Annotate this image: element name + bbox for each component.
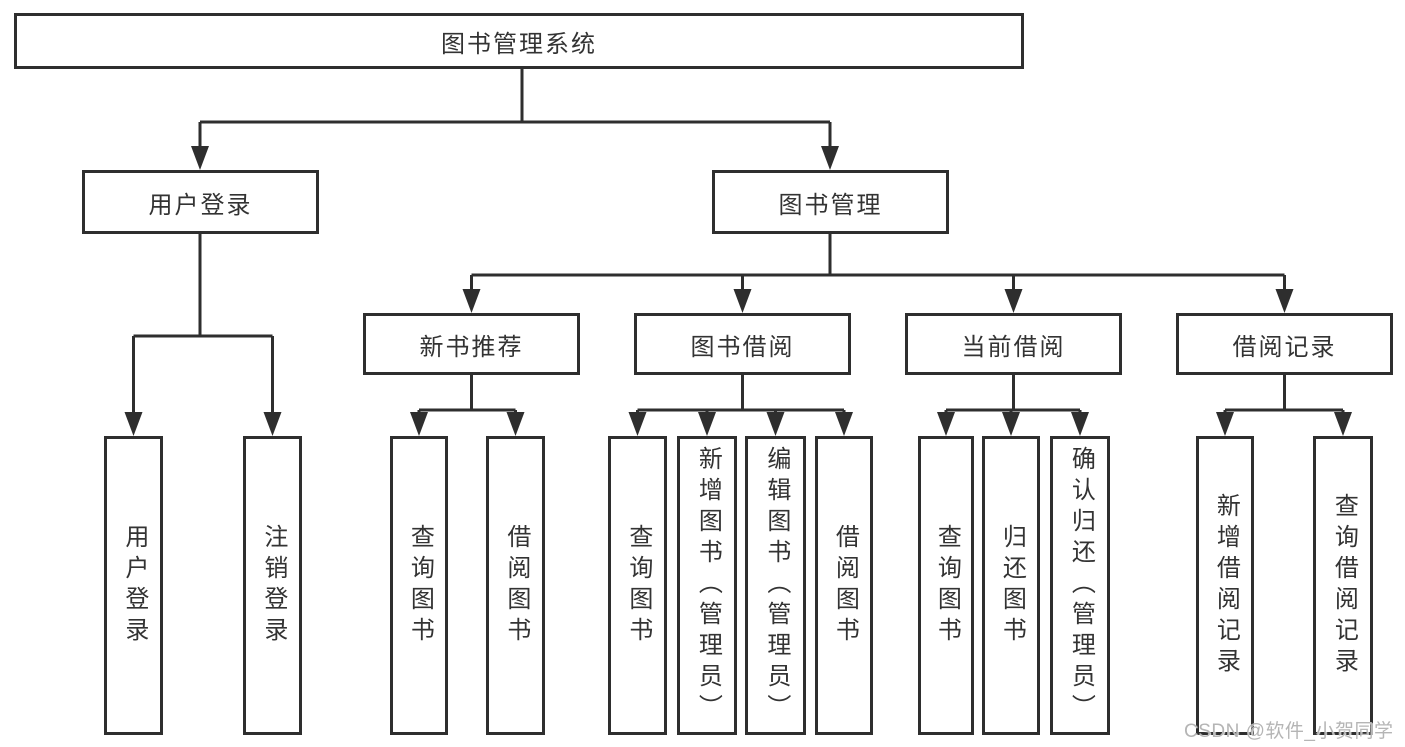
leaf-edit-book-admin-label: 编辑图书（管理员） bbox=[762, 446, 790, 725]
leaf-confirm-return-admin-label: 确认归还（管理员） bbox=[1067, 446, 1095, 725]
leaf-logout-label: 注销登录 bbox=[259, 523, 287, 648]
leaf-user-login: 用户登录 bbox=[104, 436, 163, 735]
connector-lines-user-login bbox=[132, 234, 274, 416]
leaf-query-books-current: 查询图书 bbox=[918, 436, 974, 735]
leaf-add-book-admin-label: 新增图书（管理员） bbox=[694, 446, 722, 725]
connector-lines-book-management bbox=[470, 234, 1286, 292]
leaf-add-borrow-record: 新增借阅记录 bbox=[1196, 436, 1254, 735]
node-root-label: 图书管理系统 bbox=[441, 30, 597, 58]
leaf-confirm-return-admin: 确认归还（管理员） bbox=[1050, 436, 1110, 735]
connector-lines-borrow-records bbox=[1223, 375, 1345, 416]
leaf-query-borrow-record: 查询借阅记录 bbox=[1313, 436, 1373, 735]
node-book-management: 图书管理 bbox=[712, 170, 949, 234]
arrowheads bbox=[124, 146, 1352, 436]
leaf-borrow-books-recommend-label: 借阅图书 bbox=[502, 523, 530, 648]
node-book-management-label: 图书管理 bbox=[778, 191, 883, 219]
node-root-library-system: 图书管理系统 bbox=[14, 13, 1024, 69]
leaf-borrow-books-label: 借阅图书 bbox=[831, 523, 859, 648]
node-book-borrow: 图书借阅 bbox=[634, 313, 851, 375]
leaf-add-book-admin: 新增图书（管理员） bbox=[677, 436, 737, 735]
connector-lines-book-borrow bbox=[636, 375, 846, 416]
connector-lines-root bbox=[198, 69, 832, 150]
node-borrow-records-label: 借阅记录 bbox=[1232, 333, 1337, 361]
node-borrow-records: 借阅记录 bbox=[1176, 313, 1393, 375]
node-user-login: 用户登录 bbox=[82, 170, 319, 234]
leaf-query-borrow-record-label: 查询借阅记录 bbox=[1330, 492, 1358, 679]
leaf-borrow-books-recommend: 借阅图书 bbox=[486, 436, 545, 735]
node-current-borrow: 当前借阅 bbox=[905, 313, 1122, 375]
leaf-query-books-borrow-label: 查询图书 bbox=[624, 523, 652, 648]
leaf-edit-book-admin: 编辑图书（管理员） bbox=[745, 436, 806, 735]
leaf-query-books-borrow: 查询图书 bbox=[608, 436, 667, 735]
leaf-query-books-recommend-label: 查询图书 bbox=[406, 523, 434, 648]
leaf-query-books-current-label: 查询图书 bbox=[933, 523, 961, 648]
csdn-watermark: CSDN @软件_小贺同学 bbox=[1184, 721, 1394, 742]
leaf-logout: 注销登录 bbox=[243, 436, 302, 735]
connector-lines-new-book-recommend bbox=[417, 375, 517, 416]
leaf-query-books-recommend: 查询图书 bbox=[390, 436, 448, 735]
leaf-return-books: 归还图书 bbox=[982, 436, 1040, 735]
leaf-user-login-label: 用户登录 bbox=[120, 523, 148, 648]
leaf-borrow-books: 借阅图书 bbox=[815, 436, 873, 735]
leaf-add-borrow-record-label: 新增借阅记录 bbox=[1212, 492, 1240, 679]
connector-lines-current-borrow bbox=[944, 375, 1082, 416]
node-new-book-recommend: 新书推荐 bbox=[363, 313, 580, 375]
node-user-login-label: 用户登录 bbox=[148, 191, 253, 219]
node-new-book-recommend-label: 新书推荐 bbox=[419, 333, 524, 361]
leaf-return-books-label: 归还图书 bbox=[998, 523, 1026, 648]
node-current-borrow-label: 当前借阅 bbox=[961, 333, 1066, 361]
node-book-borrow-label: 图书借阅 bbox=[690, 333, 795, 361]
